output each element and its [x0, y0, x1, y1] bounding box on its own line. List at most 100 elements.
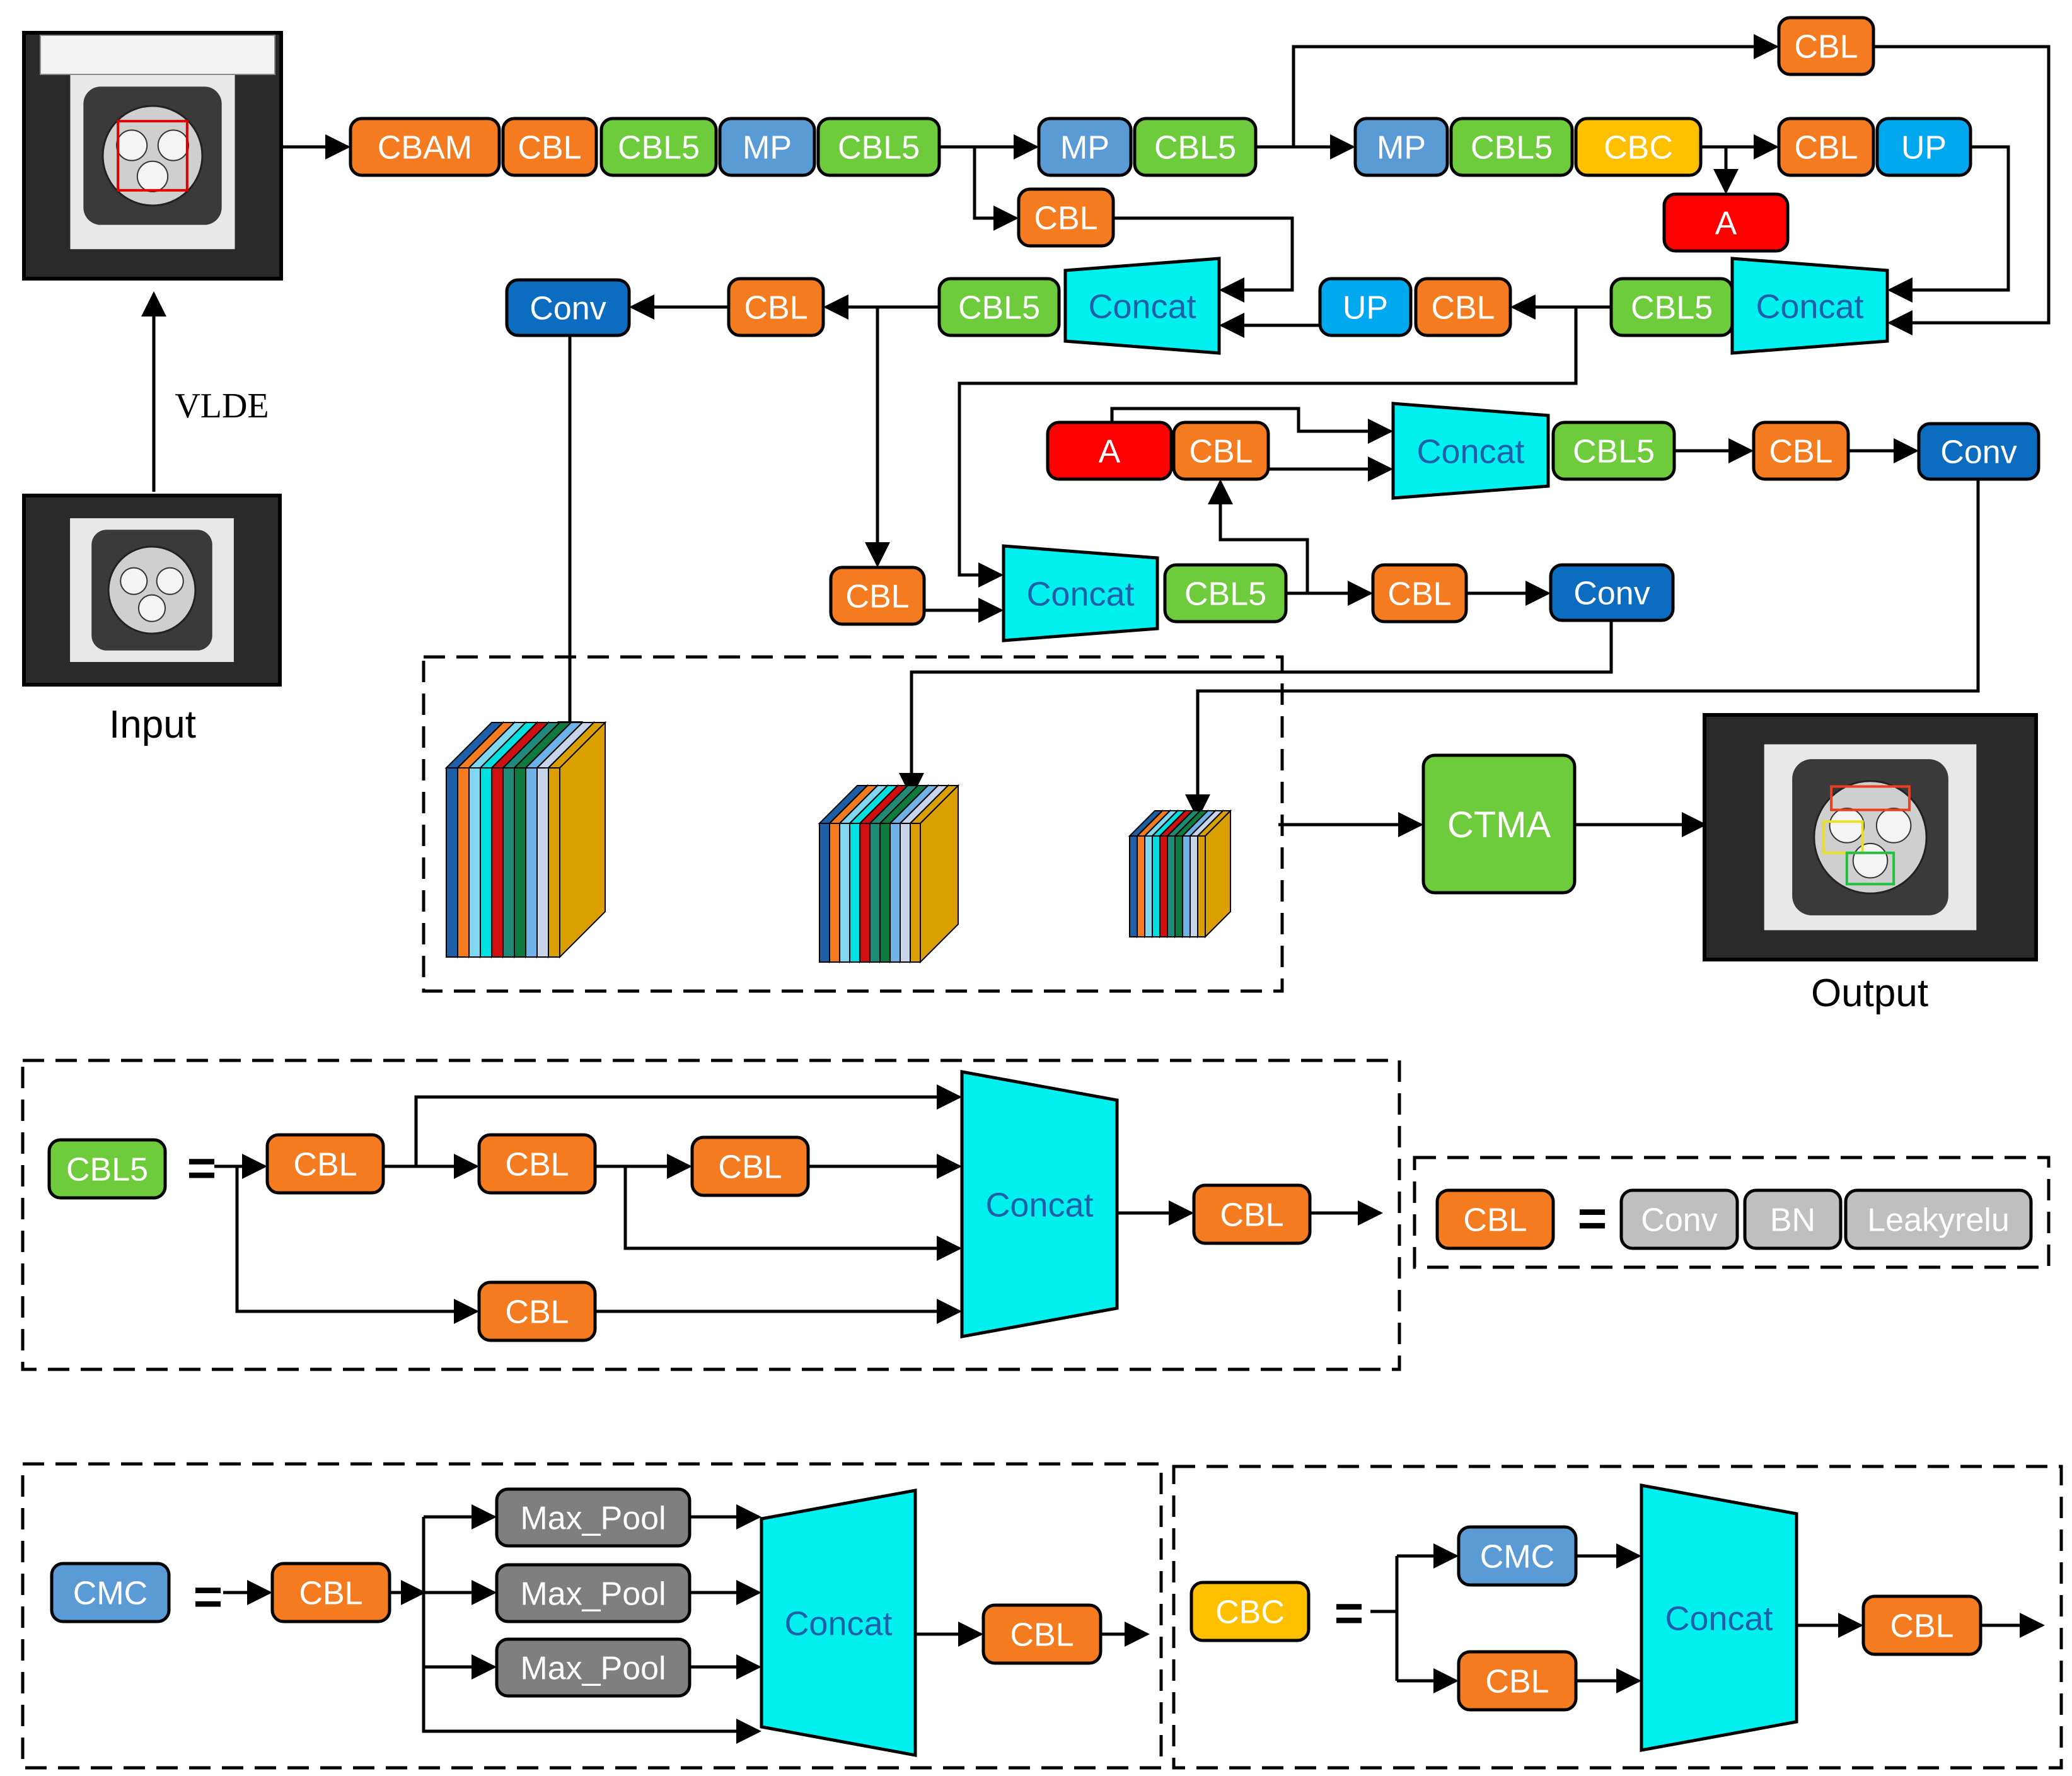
- max-pool-box: [495, 1563, 692, 1623]
- cbc-box: [1189, 1581, 1311, 1642]
- cbl-block: CBL: [1457, 1650, 1578, 1712]
- feature-slice: [869, 823, 881, 963]
- cbl-box: [1777, 16, 1875, 76]
- input-label: Input: [109, 703, 196, 746]
- concat-block: Concat: [1391, 402, 1550, 500]
- mp-block: MP: [1037, 117, 1133, 177]
- feature-slice: [900, 823, 911, 963]
- concat-trapezoid: [1063, 257, 1221, 355]
- dashed-frame: [21, 1059, 1401, 1371]
- dashed-frames: [21, 655, 2063, 1770]
- cbl-block: CBL: [1777, 117, 1875, 177]
- cbc-block: CBC: [1189, 1581, 1311, 1642]
- cbc-block: CBC: [1574, 117, 1703, 177]
- concat-label: Concat: [1416, 432, 1524, 470]
- cmc-box: [50, 1562, 171, 1623]
- cbl5-box: [1449, 117, 1574, 177]
- up-block: UP: [1318, 277, 1413, 337]
- cbl-label: CBL: [1463, 1202, 1527, 1239]
- up-block: UP: [1875, 117, 1972, 177]
- concat-label: Concat: [985, 1186, 1093, 1224]
- dashed-frame: [21, 1462, 1163, 1770]
- output-image: [1703, 713, 2038, 961]
- conv-label: Conv: [1641, 1202, 1717, 1239]
- concat-label: Concat: [1756, 287, 1863, 325]
- max-pool-label: Max_Pool: [520, 1576, 666, 1613]
- cbl5-block: CBL5: [1133, 117, 1258, 177]
- cbl-label: CBL: [1890, 1608, 1953, 1645]
- feature-slice: [491, 767, 504, 958]
- cbl-box: [1172, 421, 1270, 481]
- max-pool-block: Max_Pool: [495, 1637, 692, 1698]
- concat-trapezoid: [760, 1488, 917, 1758]
- concat-trapezoid: [1730, 257, 1889, 355]
- cbl-label: CBL: [518, 130, 581, 166]
- cbl5-box: [816, 117, 941, 177]
- cbl-box: [1371, 563, 1468, 624]
- a-block: A: [1662, 192, 1790, 253]
- conv-block: Conv: [1619, 1188, 1739, 1250]
- cbl-label: CBL: [1220, 1197, 1283, 1234]
- concat-trapezoid: [1391, 402, 1550, 500]
- cbl-box: [1435, 1188, 1555, 1250]
- equals-cbc: =: [1334, 1585, 1364, 1641]
- mp-block: MP: [1353, 117, 1449, 177]
- cbl-block: CBL: [981, 1603, 1103, 1665]
- arrow: [414, 1084, 962, 1166]
- cbc-label: CBC: [1604, 130, 1673, 166]
- socket-pin: [157, 129, 190, 161]
- feature-slice: [879, 823, 891, 963]
- up-label: UP: [1343, 290, 1388, 327]
- feature-slice: [468, 767, 481, 958]
- up-label: UP: [1901, 130, 1947, 166]
- cbam-block: CBAM: [349, 117, 501, 177]
- cbl-block: CBL: [1414, 277, 1512, 337]
- cbl-box: [1777, 117, 1875, 177]
- cbam-label: CBAM: [378, 130, 472, 166]
- cbl5-block: CBL5: [1551, 421, 1676, 481]
- connection-arrows: [141, 34, 2051, 1744]
- cbl-box: [727, 277, 825, 337]
- feature-slice: [1152, 835, 1160, 937]
- cbl-block: CBL: [1371, 563, 1468, 624]
- cbl-box: [1017, 187, 1115, 248]
- cbl5-box: [1133, 117, 1258, 177]
- arrow: [422, 1517, 761, 1744]
- cbl5-box: [47, 1138, 167, 1200]
- mp-box: [1037, 117, 1133, 177]
- dashed-frame: [1413, 1156, 2051, 1269]
- arrow: [1208, 479, 1309, 593]
- feature-slice: [819, 823, 830, 963]
- dashed-frame: [422, 655, 1284, 993]
- a-label: A: [1099, 434, 1121, 470]
- cbl5-block: CBL5: [816, 117, 941, 177]
- max-pool-label: Max_Pool: [520, 1651, 666, 1687]
- cbl-block: CBL: [1192, 1183, 1312, 1245]
- conv-block: Conv: [1549, 563, 1675, 622]
- mp-box: [1353, 117, 1449, 177]
- leakyrelu-label: Leakyrelu: [1867, 1202, 2009, 1239]
- concat-block: Concat: [1730, 257, 1889, 355]
- cbl5-label: CBL5: [958, 290, 1040, 327]
- cmc-block: CMC: [50, 1562, 171, 1623]
- concat-trapezoid: [1002, 544, 1159, 642]
- arrow: [958, 307, 1578, 588]
- conv-block: Conv: [505, 278, 631, 337]
- socket-pin: [115, 129, 148, 161]
- up-box: [1875, 117, 1972, 177]
- arrow: [1185, 479, 1980, 820]
- conv-label: Conv: [1940, 434, 2017, 471]
- max-pool-box: [495, 1637, 692, 1698]
- feature-slice: [1159, 835, 1168, 937]
- cbl-box: [1752, 421, 1850, 481]
- input-image: [22, 494, 282, 687]
- max-pool-box: [495, 1487, 692, 1548]
- cbl-label: CBL: [1769, 434, 1832, 470]
- cmc-label: CMC: [73, 1576, 148, 1612]
- feature-slice: [548, 767, 560, 958]
- feature-slice: [889, 823, 901, 963]
- mp-label: MP: [1377, 130, 1426, 166]
- concat-trapezoid: [960, 1070, 1119, 1338]
- image-panels: [22, 31, 2038, 961]
